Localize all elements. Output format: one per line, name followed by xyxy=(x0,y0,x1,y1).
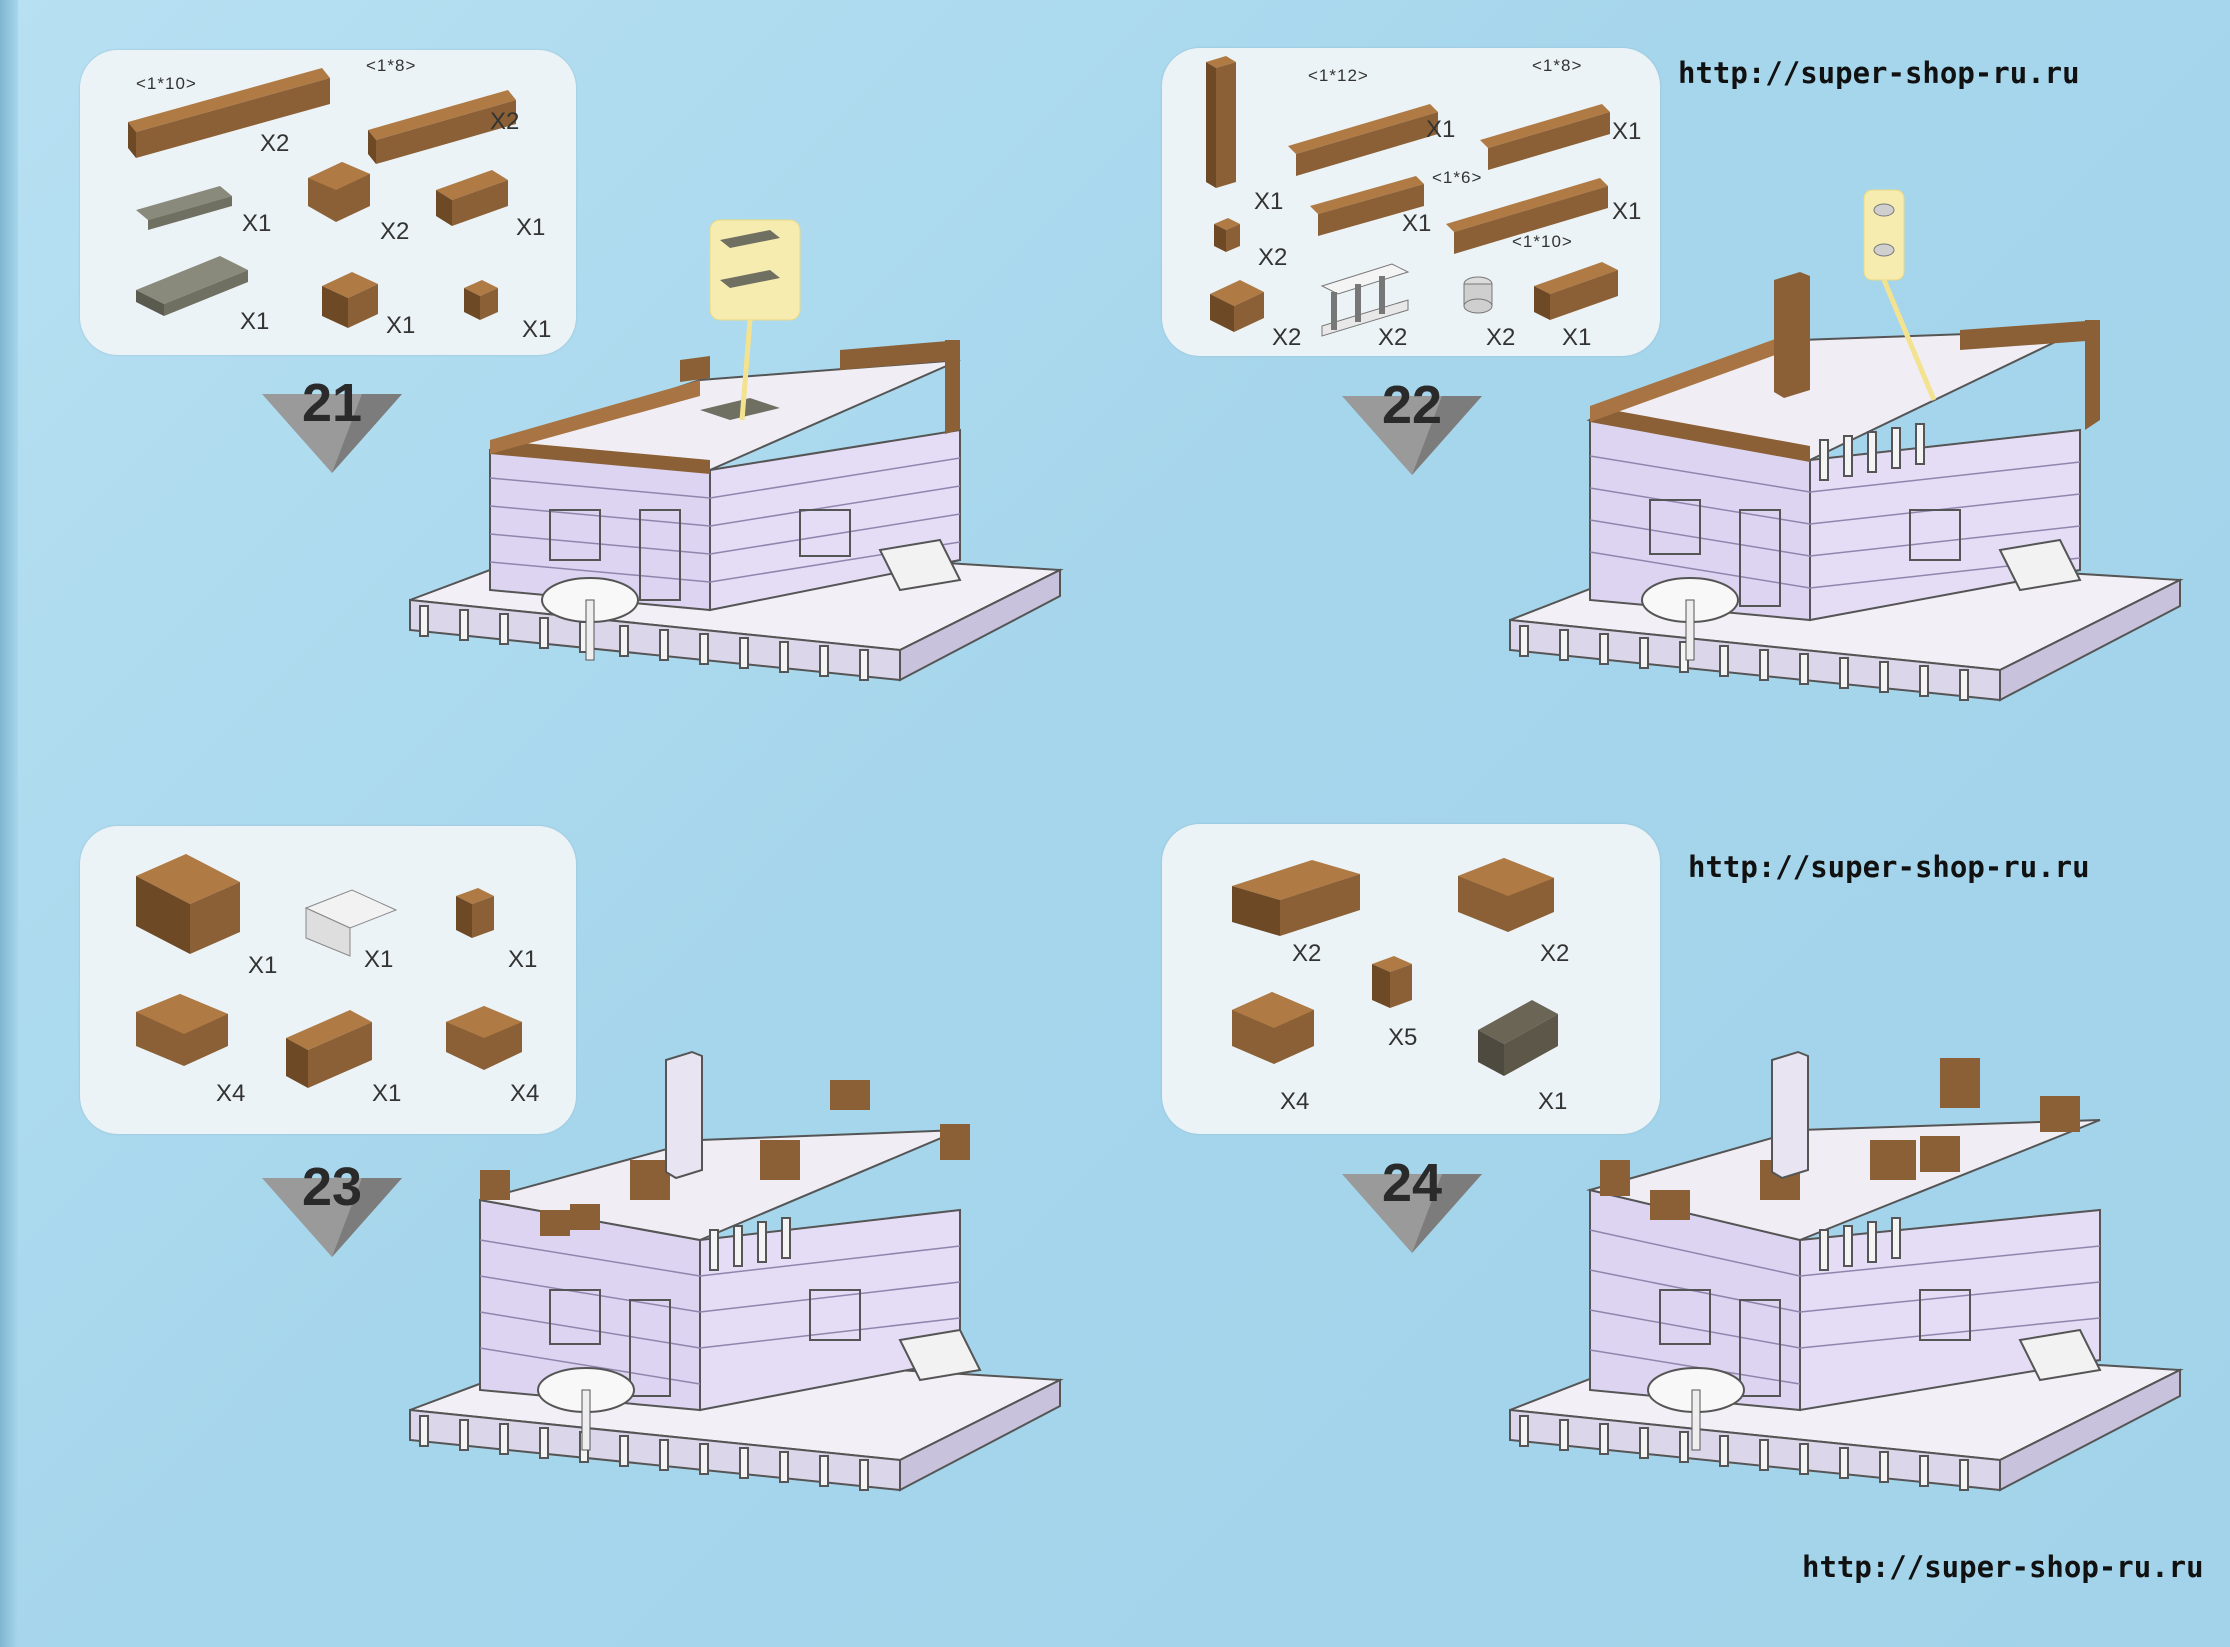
dim-label: <1*10> xyxy=(136,74,197,93)
quantity-label: X1 xyxy=(1402,210,1432,237)
callout-bubble xyxy=(1863,189,1937,401)
dim-label: <1*8> xyxy=(1532,56,1583,75)
house-model-21 xyxy=(409,340,1064,682)
quantity-label: X1 xyxy=(508,946,538,973)
quantity-label: X2 xyxy=(1292,940,1322,967)
model-illustration-step-22 xyxy=(1500,180,2190,800)
quantity-label: X1 xyxy=(516,214,546,241)
quantity-label: X1 xyxy=(248,952,278,979)
step-number-21: 21 xyxy=(262,368,402,473)
dim-label: <1*8> xyxy=(366,56,417,75)
quantity-label: X1 xyxy=(1254,188,1284,215)
page-spine xyxy=(0,0,18,1647)
parts-panel-step-21: <1*10> <1*8> X2 X2 X1 X2 X1 X1 X1 X1 xyxy=(80,50,576,355)
house-model-24 xyxy=(1509,1050,2184,1492)
quantity-label: X4 xyxy=(510,1080,540,1107)
house-model-23 xyxy=(409,1050,1064,1492)
step-number-label: 23 xyxy=(301,1157,363,1217)
quantity-label: X1 xyxy=(386,312,416,339)
step-number-24: 24 xyxy=(1342,1148,1482,1253)
parts-illustration-step-22 xyxy=(1206,56,1618,337)
quantity-label: X4 xyxy=(1280,1088,1310,1115)
quantity-label: X2 xyxy=(1272,324,1302,351)
model-illustration-step-21 xyxy=(400,210,1080,810)
quantity-label: X1 xyxy=(1612,118,1642,145)
step-number-23: 23 xyxy=(262,1152,402,1257)
quantity-label: X2 xyxy=(1486,324,1516,351)
quantity-label: X1 xyxy=(364,946,394,973)
shop-url-top: http://super-shop-ru.ru xyxy=(1678,56,2080,90)
quantity-label: X2 xyxy=(490,108,520,135)
quantity-label: X1 xyxy=(1612,198,1642,225)
step-number-label: 21 xyxy=(301,373,363,433)
house-model-22 xyxy=(1509,272,2184,702)
model-illustration-step-23 xyxy=(400,1040,1080,1640)
step-number-label: 24 xyxy=(1381,1153,1443,1213)
quantity-label: X1 xyxy=(1426,116,1456,143)
parts-panel-step-22: <1*12> <1*8> <1*6> <1*10> X1 X1 X1 X1 X1… xyxy=(1162,48,1660,356)
model-illustration-step-24 xyxy=(1500,1040,2190,1580)
quantity-label: X2 xyxy=(1540,940,1570,967)
quantity-label: X2 xyxy=(1378,324,1408,351)
quantity-label: X4 xyxy=(216,1080,246,1107)
quantity-label: X1 xyxy=(240,308,270,335)
shop-url-middle: http://super-shop-ru.ru xyxy=(1688,850,2090,884)
callout-bubble xyxy=(709,219,801,421)
quantity-label: X1 xyxy=(372,1080,402,1107)
down-arrow-icon xyxy=(262,394,402,473)
parts-illustration-step-21 xyxy=(128,68,516,328)
shop-url-bottom: http://super-shop-ru.ru xyxy=(1802,1550,2204,1584)
dim-label: <1*10> xyxy=(1512,232,1573,251)
quantity-label: X1 xyxy=(1538,1088,1568,1115)
step-number-22: 22 xyxy=(1342,370,1482,475)
parts-panel-step-24: X2 X2 X5 X4 X1 xyxy=(1162,824,1660,1134)
quantity-label: X2 xyxy=(380,218,410,245)
quantity-label: X5 xyxy=(1388,1024,1418,1051)
dim-label: <1*12> xyxy=(1308,66,1369,85)
step-number-label: 22 xyxy=(1381,375,1443,435)
down-arrow-icon xyxy=(262,1178,402,1257)
quantity-label: X2 xyxy=(1258,244,1288,271)
down-arrow-icon xyxy=(1342,1174,1482,1253)
parts-illustration-step-24 xyxy=(1232,858,1558,1076)
down-arrow-icon xyxy=(1342,396,1482,475)
parts-illustration-step-23 xyxy=(136,854,522,1088)
dim-label: <1*6> xyxy=(1432,168,1483,187)
quantity-label: X1 xyxy=(522,316,552,343)
quantity-label: X1 xyxy=(242,210,272,237)
parts-panel-step-23: X1 X1 X1 X4 X1 X4 xyxy=(80,826,576,1134)
quantity-label: X2 xyxy=(260,130,290,157)
quantity-label: X1 xyxy=(1562,324,1592,351)
